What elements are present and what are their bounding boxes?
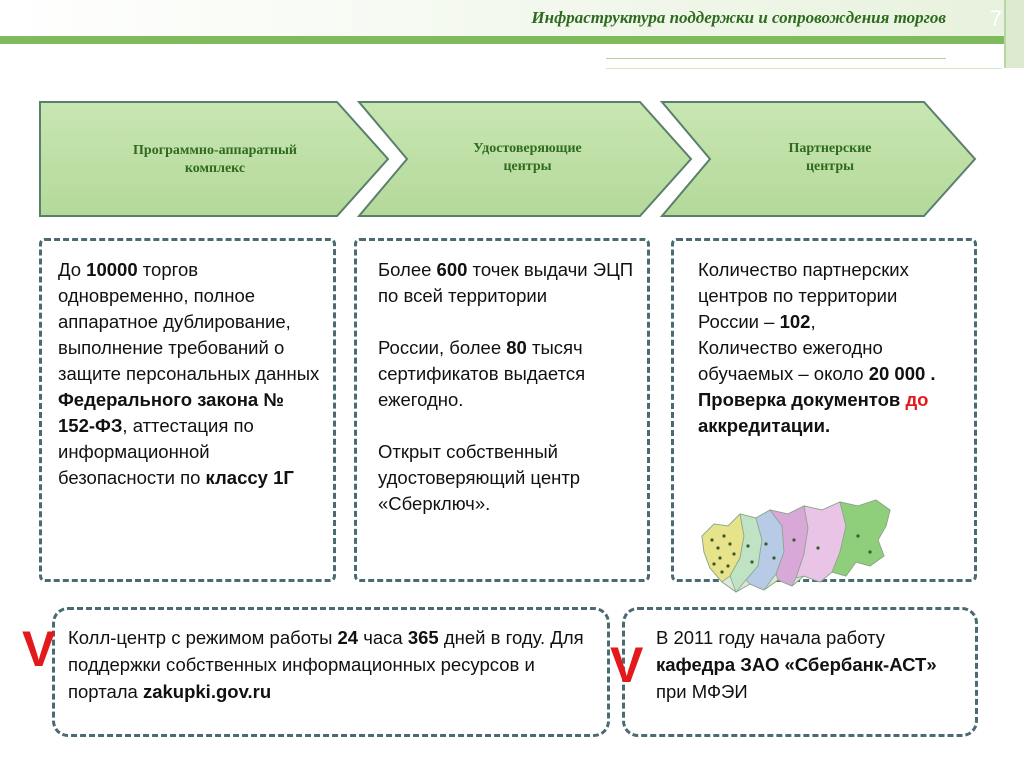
corner-decoration xyxy=(1004,0,1024,68)
russia-map-image xyxy=(701,499,891,593)
department-box xyxy=(622,607,978,737)
hardware-description-box xyxy=(39,238,336,582)
title-underline xyxy=(606,58,946,59)
hardware-description-text: До 10000 торгов одновременно, полное апп… xyxy=(58,259,320,488)
slide-title: Инфраструктура поддержки и сопровождения… xyxy=(531,8,946,27)
callcenter-text: Колл-центр с режимом работы 24 часа 365 … xyxy=(68,627,584,702)
department-text: В 2011 году начала работу кафедра ЗАО «С… xyxy=(656,627,937,702)
partners-description-text: Количество партнерских центров по террит… xyxy=(698,259,936,436)
process-chevrons xyxy=(39,101,977,217)
certification-description-text: Более 600 точек выдачи ЭЦП по всей терри… xyxy=(378,259,634,514)
header-gradient xyxy=(0,0,1024,36)
title-underline-secondary xyxy=(606,68,1002,69)
certification-description-box xyxy=(354,238,650,582)
chevron-partner-centers xyxy=(659,101,977,217)
chevron-certification-centers xyxy=(356,101,693,217)
chevron-hardware xyxy=(39,101,390,217)
callcenter-box xyxy=(52,607,610,737)
checkmark-v-icon: V xyxy=(610,637,644,693)
slide-number: 7 xyxy=(989,6,1002,31)
checkmark-v-icon: V xyxy=(22,621,56,677)
